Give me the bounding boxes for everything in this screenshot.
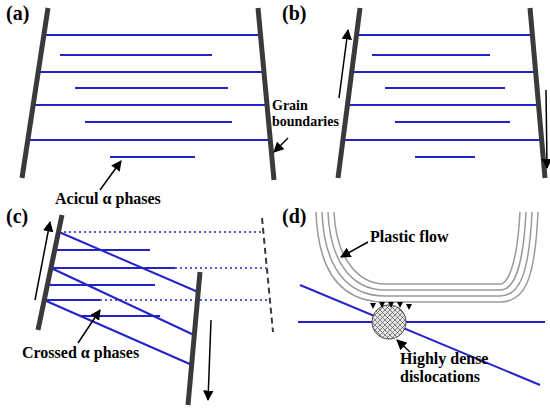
alpha-lath: [59, 232, 198, 292]
alpha-lath: [343, 139, 541, 141]
leader-arrow: [78, 310, 100, 343]
dotted-trace: [59, 231, 263, 233]
dotted-trace: [175, 267, 266, 269]
original-boundary: [262, 218, 273, 332]
flow-line: [322, 212, 532, 296]
alpha-lath: [38, 71, 264, 73]
acicular-phases: [28, 35, 270, 157]
small-arrowhead: [406, 304, 412, 310]
grain-boundary: [530, 8, 545, 178]
alpha-lath: [51, 268, 194, 335]
panel-letter: (a): [6, 2, 29, 25]
alpha-lath: [372, 54, 490, 56]
alpha-lath: [44, 34, 260, 36]
callout-label: Highly dense dislocations: [400, 350, 515, 387]
shear-arrow: [546, 90, 547, 168]
alpha-lath: [395, 121, 510, 123]
alpha-lath: [80, 315, 160, 317]
flow-line: [328, 212, 526, 290]
panel-c: [35, 215, 273, 405]
small-arrowhead: [388, 302, 394, 308]
panel-a: [22, 8, 288, 190]
callout-label: Plastic flow: [370, 228, 500, 246]
alpha-lath: [356, 34, 532, 36]
alpha-lath: [110, 156, 195, 158]
panel-letter: (b): [282, 2, 306, 25]
panel-b: [338, 8, 547, 178]
alpha-lath: [352, 71, 535, 73]
shear-arrow: [339, 30, 348, 98]
alpha-lath: [385, 87, 505, 89]
callout-label: Acicul α phases: [55, 190, 225, 208]
leader-arrow: [100, 161, 121, 190]
leader-arrow: [341, 242, 368, 257]
grain-boundary: [188, 272, 200, 405]
alpha-lath: [347, 104, 538, 106]
original-phase-traces: [59, 232, 269, 300]
grain-boundary: [258, 8, 274, 180]
alpha-lath: [47, 284, 155, 286]
alpha-lath: [298, 321, 545, 323]
alpha-lath: [44, 299, 100, 301]
grain-boundary: [38, 215, 62, 330]
acicular-phases: [343, 35, 541, 157]
small-arrowhead: [370, 303, 376, 309]
alpha-lath: [51, 267, 175, 269]
leader-arrow: [274, 138, 288, 152]
plastic-flow-lines: [316, 212, 538, 302]
alpha-lath: [75, 87, 228, 89]
dotted-trace: [100, 299, 269, 301]
flow-line: [316, 212, 538, 302]
flow-arrowheads: [370, 302, 412, 310]
small-arrowhead: [397, 302, 403, 308]
alpha-lath: [33, 104, 267, 106]
alpha-lath: [28, 139, 270, 141]
alpha-lath: [415, 156, 475, 158]
alpha-lath: [60, 54, 212, 56]
dislocation-pileup: [372, 305, 406, 339]
callout-label: Crossed α phases: [22, 344, 192, 362]
small-arrowhead: [379, 302, 385, 308]
alpha-lath: [85, 121, 232, 123]
panel-letter: (d): [282, 205, 306, 228]
grain-boundary: [338, 8, 360, 178]
callout-label: Grain boundaries: [272, 98, 348, 130]
flow-line: [334, 212, 520, 284]
grain-boundary: [22, 8, 48, 178]
panel-letter: (c): [6, 205, 28, 228]
shear-arrow: [35, 222, 50, 300]
shear-arrow: [208, 320, 211, 400]
